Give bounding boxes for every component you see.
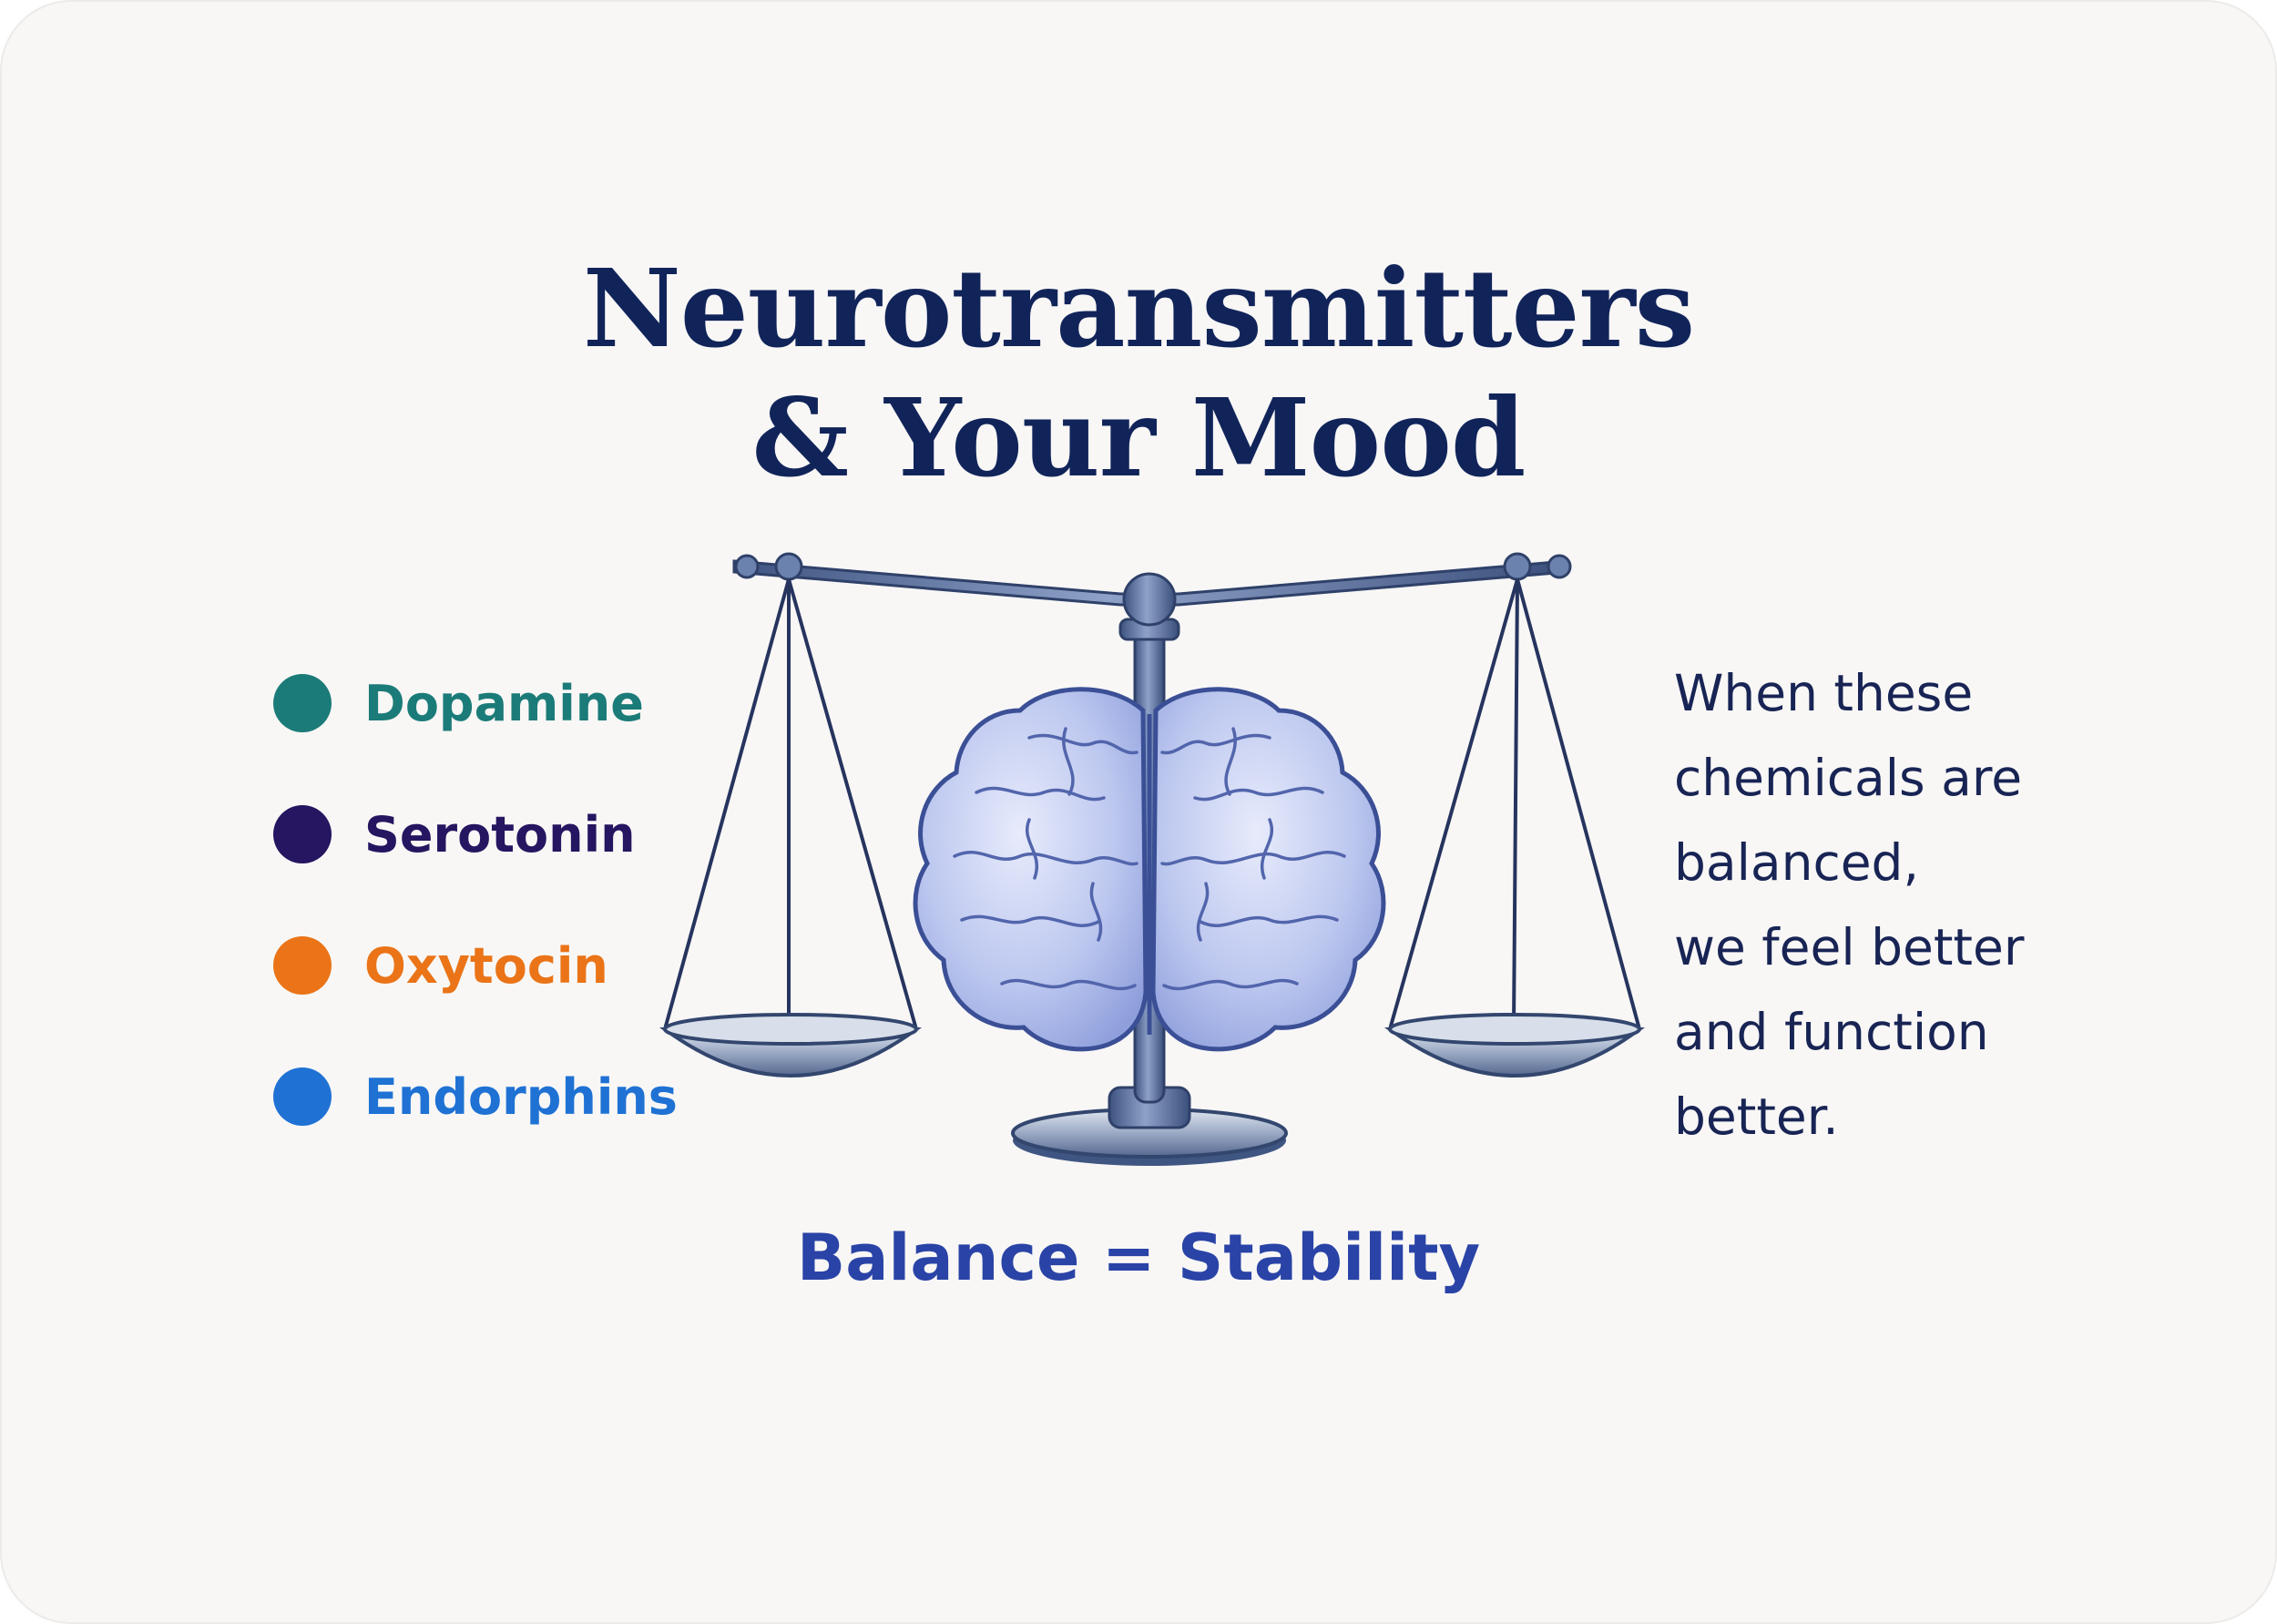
scale-beam bbox=[732, 552, 1572, 627]
left-pan bbox=[659, 578, 923, 1078]
caption-line: and function bbox=[1674, 1003, 1989, 1061]
legend-label-serotonin: Serotonin bbox=[364, 805, 636, 863]
balance-stability-label: Balance = Stability bbox=[796, 1221, 1481, 1295]
legend-item-oxytocin: Oxytocin bbox=[273, 900, 692, 1031]
scale-base bbox=[1011, 1086, 1288, 1166]
brain-icon bbox=[913, 687, 1386, 1052]
title-line-1: Neurotransmitters bbox=[582, 245, 1695, 372]
caption-line: balanced, bbox=[1674, 833, 1919, 892]
legend-label-oxytocin: Oxytocin bbox=[364, 936, 608, 995]
neurotransmitter-legend: Dopamine Serotonin Oxytocin Endorphins bbox=[273, 638, 692, 1162]
oxytocin-dot bbox=[273, 936, 332, 995]
balance-explanation: When these chemicals are balanced, we fe… bbox=[1674, 651, 2102, 1159]
caption-line: better. bbox=[1674, 1088, 1839, 1146]
legend-item-dopamine: Dopamine bbox=[273, 638, 692, 769]
right-pan bbox=[1384, 578, 1646, 1078]
balance-scale-icon bbox=[659, 552, 1646, 1166]
serotonin-dot bbox=[273, 805, 332, 863]
caption-line: chemicals are bbox=[1674, 749, 2023, 807]
legend-item-serotonin: Serotonin bbox=[273, 769, 692, 900]
dopamine-dot bbox=[273, 674, 332, 732]
caption-line: we feel better bbox=[1674, 918, 2025, 976]
caption-line: When these bbox=[1674, 664, 1974, 722]
legend-item-endorphins: Endorphins bbox=[273, 1031, 692, 1162]
endorphins-dot bbox=[273, 1067, 332, 1126]
page-title: Neurotransmitters & Your Mood bbox=[0, 244, 2277, 503]
legend-label-endorphins: Endorphins bbox=[364, 1067, 678, 1126]
title-line-2: & Your Mood bbox=[751, 374, 1527, 501]
legend-label-dopamine: Dopamine bbox=[364, 674, 644, 732]
